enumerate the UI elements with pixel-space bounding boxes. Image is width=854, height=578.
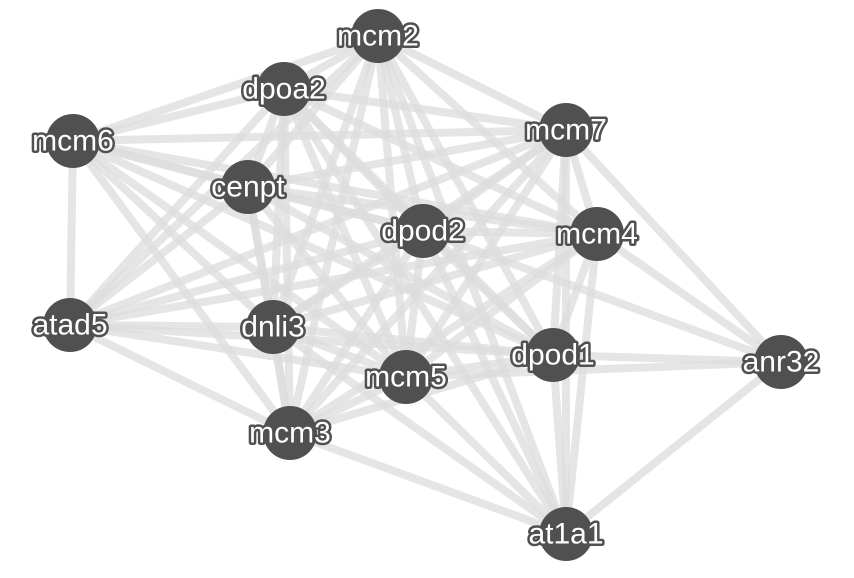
node-circle[interactable] — [526, 328, 580, 382]
node-mcm7[interactable]: mcm7 — [523, 103, 609, 157]
node-label: dpod2 — [381, 215, 464, 248]
node-label: cenpt — [211, 171, 285, 204]
edge-mcm4-at1a1 — [562, 233, 601, 535]
node-label: mcm6 — [32, 125, 114, 158]
node-circle[interactable] — [570, 207, 624, 261]
edge-mcm2-at1a1 — [374, 34, 570, 536]
edge-dpod2-atad5 — [68, 227, 425, 329]
edge-dpoa2-atad5 — [67, 86, 287, 328]
edge-mcm7-cenpt — [247, 126, 567, 191]
node-circle[interactable] — [246, 300, 300, 354]
edge-anr32-at1a1 — [563, 358, 784, 538]
node-circle[interactable] — [754, 335, 808, 389]
edge-dpod1-at1a1 — [549, 354, 570, 535]
node-circle[interactable] — [257, 62, 311, 116]
node-at1a1[interactable]: at1a1 — [526, 507, 606, 561]
node-mcm2[interactable]: mcm2 — [335, 9, 421, 63]
node-circle[interactable] — [351, 9, 405, 63]
node-mcm3[interactable]: mcm3 — [247, 406, 333, 460]
node-label: mcm7 — [525, 114, 607, 147]
node-cenpt[interactable]: cenpt — [209, 160, 288, 214]
node-circle[interactable] — [539, 103, 593, 157]
node-circle[interactable] — [43, 298, 97, 352]
node-circle[interactable] — [396, 204, 450, 258]
node-label: anr32 — [743, 346, 820, 379]
node-dnli3[interactable]: dnli3 — [239, 300, 307, 354]
edge-mcm6-mcm7 — [72, 126, 567, 145]
edge-mcm7-anr32 — [563, 127, 784, 365]
edge-atad5-mcm5 — [69, 321, 407, 381]
edge-mcm4-mcm3 — [287, 230, 600, 437]
node-atad5[interactable]: atad5 — [30, 298, 110, 352]
node-circle[interactable] — [539, 507, 593, 561]
node-label: mcm2 — [337, 20, 419, 53]
edge-mcm6-dpod1 — [71, 137, 555, 359]
edge-dnli3-at1a1 — [270, 323, 569, 538]
node-label: dnli3 — [241, 311, 304, 344]
nodes-layer: mcm2 dpoa2 mcm6 mcm7 cenpt dpod2 mcm4 atad5 dnli… — [30, 9, 822, 561]
edge-mcm6-atad5 — [66, 140, 77, 326]
node-label: atad5 — [32, 309, 107, 342]
node-label: mcm3 — [249, 417, 331, 450]
node-anr32[interactable]: anr32 — [740, 335, 822, 389]
node-mcm5[interactable]: mcm5 — [363, 350, 449, 404]
edge-anr32-mcm5 — [405, 358, 782, 381]
node-mcm6[interactable]: mcm6 — [30, 114, 116, 168]
node-dpoa2[interactable]: dpoa2 — [240, 62, 328, 116]
edge-mcm5-at1a1 — [403, 374, 569, 537]
node-label: at1a1 — [528, 518, 603, 551]
node-label: mcm5 — [365, 361, 447, 394]
edge-mcm2-mcm7 — [376, 32, 568, 134]
edge-mcm4-atad5 — [69, 230, 598, 329]
node-dpod1[interactable]: dpod1 — [509, 328, 597, 382]
edge-mcm2-mcm6 — [71, 32, 380, 145]
edge-dpoa2-mcm4 — [282, 85, 599, 238]
node-mcm4[interactable]: mcm4 — [554, 207, 640, 261]
edge-dpoa2-at1a1 — [280, 86, 570, 537]
edge-dpoa2-mcm3 — [280, 88, 294, 434]
edge-dpoa2-mcm7 — [283, 85, 567, 134]
edge-dpod2-dpod1 — [420, 228, 556, 358]
node-circle[interactable] — [46, 114, 100, 168]
edge-mcm3-at1a1 — [288, 429, 568, 538]
edge-mcm6-mcm3 — [69, 138, 294, 436]
node-circle[interactable] — [379, 350, 433, 404]
edges-layer — [66, 32, 784, 538]
edge-cenpt-atad5 — [67, 183, 251, 329]
node-circle[interactable] — [263, 406, 317, 460]
node-dpod2[interactable]: dpod2 — [379, 204, 467, 258]
node-label: mcm4 — [556, 218, 638, 251]
edge-dpoa2-mcm6 — [72, 85, 285, 145]
node-circle[interactable] — [221, 160, 275, 214]
edge-atad5-mcm3 — [68, 321, 292, 437]
node-label: dpod1 — [511, 339, 594, 372]
edge-mcm4-anr32 — [594, 230, 784, 366]
edge-dpod2-mcm4 — [422, 227, 598, 238]
node-label: dpoa2 — [242, 73, 325, 106]
edge-mcm4-dnli3 — [271, 230, 599, 331]
edge-dnli3-dpod1 — [272, 323, 554, 359]
edge-dpod2-at1a1 — [419, 229, 570, 536]
